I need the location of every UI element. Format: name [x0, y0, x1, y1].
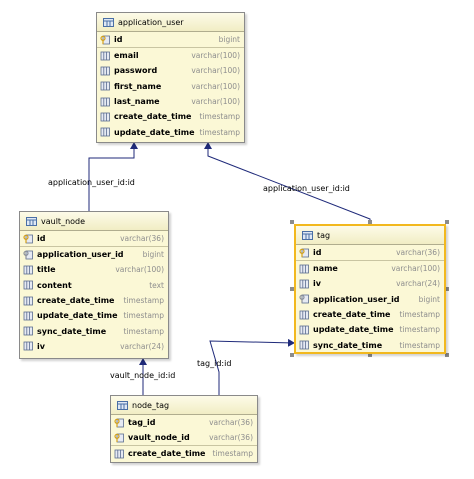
table-icon — [103, 17, 114, 27]
column-icon — [114, 449, 124, 459]
column-icon — [23, 342, 33, 351]
column-row[interactable]: email varchar(100) — [97, 48, 244, 63]
key-column-icon — [114, 433, 124, 443]
column-row[interactable]: iv varchar(24) — [20, 339, 168, 354]
column-row[interactable]: vault_node_id varchar(36) — [111, 430, 257, 447]
column-icon — [100, 66, 110, 76]
column-row[interactable]: id bigint — [97, 32, 244, 48]
column-row[interactable]: name varchar(100) — [296, 261, 444, 276]
selection-handle[interactable] — [368, 353, 372, 357]
column-row[interactable]: id varchar(36) — [20, 231, 168, 247]
column-row[interactable]: application_user_id bigint — [296, 292, 444, 307]
column-row[interactable]: last_name varchar(100) — [97, 94, 244, 109]
column-row[interactable]: sync_date_time timestamp — [296, 337, 444, 352]
column-icon — [23, 311, 33, 321]
selection-handle[interactable] — [445, 220, 449, 224]
table-vault-node[interactable]: vault_node id varchar(36) application_us… — [19, 211, 169, 359]
foreign-key-column-icon — [23, 250, 33, 260]
edge-label-nodetag-to-tag: tag_id:id — [197, 359, 232, 368]
column-row[interactable]: create_date_time timestamp — [20, 293, 168, 308]
column-icon — [100, 97, 110, 106]
table-icon — [117, 400, 128, 410]
selection-handle[interactable] — [445, 287, 449, 291]
column-icon — [299, 279, 309, 289]
table-title: tag — [317, 230, 331, 240]
edge-vault-node-to-application-user[interactable] — [88, 142, 138, 211]
column-row[interactable]: tag_id varchar(36) — [111, 415, 257, 430]
column-icon — [299, 310, 309, 319]
edge-label-tag-to-user: application_user_id:id — [263, 184, 350, 193]
key-column-icon — [299, 248, 309, 257]
edge-node-tag-to-tag[interactable] — [209, 338, 295, 395]
column-icon — [100, 51, 110, 61]
key-column-icon — [114, 418, 124, 428]
table-node-tag[interactable]: node_tag tag_id varchar(36) vault_node_i… — [110, 395, 258, 463]
column-row[interactable]: update_date_time timestamp — [296, 322, 444, 337]
table-icon — [26, 216, 37, 226]
column-row[interactable]: application_user_id bigint — [20, 247, 168, 262]
foreign-key-column-icon — [299, 294, 309, 304]
column-row[interactable]: sync_date_time timestamp — [20, 323, 168, 338]
column-icon — [100, 81, 110, 91]
selection-handle[interactable] — [290, 353, 294, 357]
column-icon — [100, 127, 110, 137]
edge-label-vault-to-user: application_user_id:id — [48, 178, 135, 187]
key-column-icon — [23, 234, 33, 243]
table-tag[interactable]: tag id varchar(36) name varchar(100) iv … — [294, 224, 446, 354]
column-icon — [299, 264, 309, 274]
column-row[interactable]: password varchar(100) — [97, 63, 244, 78]
table-title: application_user — [118, 17, 184, 27]
column-icon — [299, 340, 309, 350]
column-icon — [23, 296, 33, 305]
selection-handle[interactable] — [368, 220, 372, 224]
column-icon — [23, 326, 33, 336]
column-icon — [23, 265, 33, 275]
selection-handle[interactable] — [290, 220, 294, 224]
table-title: vault_node — [41, 216, 86, 226]
column-row[interactable]: create_date_time timestamp — [296, 307, 444, 322]
table-application-user[interactable]: application_user id bigint email varchar… — [96, 12, 245, 143]
column-row[interactable]: create_date_time timestamp — [97, 109, 244, 124]
selection-handle[interactable] — [445, 353, 449, 357]
selection-handle[interactable] — [290, 287, 294, 291]
table-title: node_tag — [132, 400, 170, 410]
column-row[interactable]: update_date_time timestamp — [97, 124, 244, 139]
column-row[interactable]: title varchar(100) — [20, 262, 168, 277]
column-row[interactable]: update_date_time timestamp — [20, 308, 168, 323]
column-row[interactable]: content text — [20, 278, 168, 293]
column-icon — [299, 325, 309, 335]
edge-label-nodetag-to-vault: vault_node_id:id — [110, 371, 176, 380]
column-row[interactable]: create_date_time timestamp — [111, 446, 257, 461]
table-icon — [302, 230, 313, 240]
column-icon — [100, 112, 110, 122]
column-row[interactable]: first_name varchar(100) — [97, 79, 244, 94]
column-row[interactable]: iv varchar(24) — [296, 276, 444, 291]
column-icon — [23, 280, 33, 290]
key-column-icon — [100, 35, 110, 44]
column-row[interactable]: id varchar(36) — [296, 245, 444, 261]
